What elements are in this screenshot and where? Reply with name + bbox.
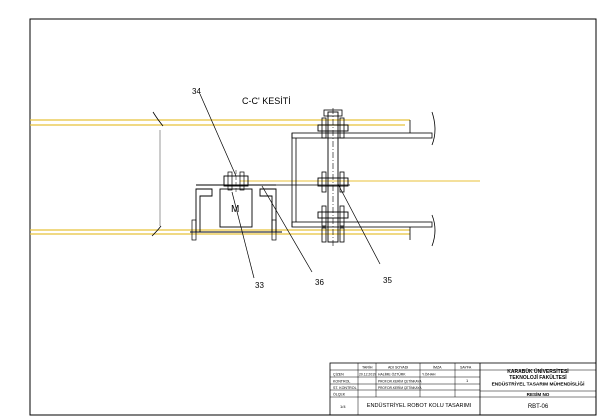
upper-arm-rails — [30, 111, 410, 127]
scale-value: 1/4 — [340, 404, 346, 409]
callout-36: 36 — [315, 278, 324, 287]
col-header-signature: İMZA — [433, 365, 442, 370]
drawn-by: HALİME ÖZTÜRK — [378, 372, 406, 377]
row-label-drawn: ÇİZEN — [333, 372, 344, 377]
vertical-shaft — [317, 108, 349, 246]
title-block: TARİH ADI SOYADI İMZA SAYFA ÇİZEN KONTRO… — [329, 362, 597, 416]
checker-1: PROF.DR.KERİM ÇETİNKAYA — [378, 379, 422, 384]
col-header-page: SAYFA — [460, 366, 472, 370]
drawing-no-label: RESİM NO — [527, 391, 550, 397]
university-name: KARABÜK ÜNİVERSİTESİ — [507, 368, 569, 375]
checker-2: PROF.DR.KERİM ÇETİNKAYA — [378, 385, 422, 390]
callout-34: 34 — [192, 87, 201, 96]
leader-lines — [199, 93, 381, 279]
page-number: 1 — [466, 378, 469, 383]
motor-label: M — [231, 204, 239, 215]
row-label-check: KONTROL — [333, 380, 350, 384]
section-title: C-C' KESİTİ — [242, 96, 291, 106]
department-name: ENDÜSTRİYEL TASARIM MÜHENDİSLİĞİ — [492, 380, 585, 388]
row-label-st-check: ST. KONTROL — [333, 386, 357, 390]
row-label-scale: ÖLÇEK — [333, 393, 346, 397]
project-title: ENDÜSTRİYEL ROBOT KOLU TASARIMI — [367, 402, 472, 409]
callout-35: 35 — [383, 276, 392, 285]
section-view: M 34 33 36 35 — [30, 87, 480, 290]
sheet-border — [29, 18, 597, 416]
right-housing — [291, 111, 436, 247]
lower-arm-rails — [30, 225, 410, 237]
faculty-name: TEKNOLOJİ FAKÜLTESİ — [509, 374, 567, 381]
drawn-date: 20.12.2019 — [359, 373, 376, 377]
col-header-date: TARİH — [362, 365, 373, 370]
col-header-name: ADI SOYADI — [388, 366, 408, 370]
signature-value: Y.Ö/HAH — [422, 373, 436, 377]
callout-33: 33 — [255, 281, 264, 290]
drawing-number: RBT-06 — [528, 404, 549, 410]
